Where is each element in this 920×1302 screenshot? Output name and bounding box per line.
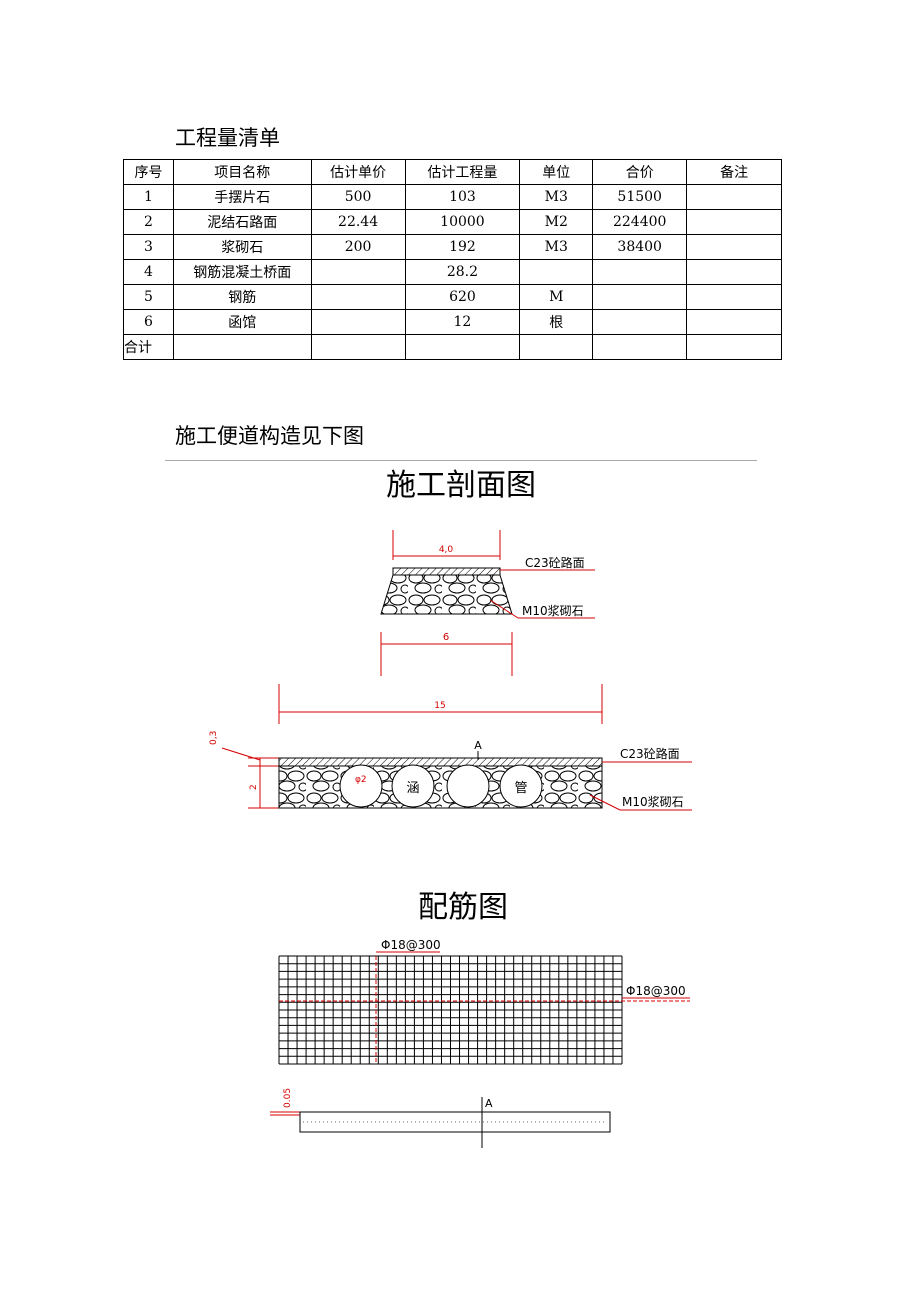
table-cell: M3 [519,234,594,260]
table-cell: 500 [310,184,406,210]
pipe-label-2: 管 [514,781,527,796]
marker-a: A [474,739,482,752]
table-cell: 4 [123,259,174,285]
table-cell [172,334,312,360]
culvert-pipe [339,764,383,808]
section-drawing-title: 施工剖面图 [386,468,536,503]
pipe-label-1: 涵 [406,781,419,796]
table-cell: 10000 [404,209,521,235]
dim-thk-label: 0,3 [209,731,219,745]
table-cell [310,284,406,310]
table-cell [686,309,782,335]
dim-thk-label: 0.05 [283,1088,293,1108]
rebar-grid [278,955,623,1065]
col-header-no: 序号 [123,159,174,185]
marker-a: A [485,1097,493,1110]
table-cell: 620 [404,284,521,310]
culvert-pipe [391,764,435,808]
table-cell: 浆砌石 [172,234,312,260]
label-masonry-top: M10浆砌石 [522,603,584,618]
table-row: 合计 [123,334,782,360]
table-cell [592,259,688,285]
dim-top-label: 4,0 [439,545,454,555]
table-cell: 泥结石路面 [172,209,312,235]
culvert-pipe [499,764,543,808]
upper-section: 4,0 C23砼路面 M10浆砌石 6 [380,530,595,676]
table-cell: M2 [519,209,594,235]
main-section: 15 0,3 2 φ2 涵 管 A C23砼路面 M10浆砌石 [209,684,692,811]
culvert-pipe [446,764,490,808]
label-masonry: M10浆砌石 [622,794,684,809]
leader-line [489,599,519,619]
table-cell [686,334,782,360]
table-cell: 103 [404,184,521,210]
table-cell [592,284,688,310]
table-header-row: 序号 项目名称 估计单价 估计工程量 单位 合价 备注 [123,159,782,185]
dim-bottom-label: 6 [443,632,449,643]
pipe-dia-label: φ2 [355,775,367,785]
table-cell: 函馆 [172,309,312,335]
table-cell [519,334,594,360]
table-cell: 3 [123,234,174,260]
table-cell: 12 [404,309,521,335]
table-cell [592,309,688,335]
rebar-label-2: Φ18@300 [626,984,686,998]
rebar-drawing-title: 配筋图 [418,890,508,925]
col-header-unit: 单位 [519,159,594,185]
table-cell [404,334,521,360]
table-cell: 2 [123,209,174,235]
dim-height-label: 2 [249,784,259,790]
table-cell [592,334,688,360]
section-title: 施工便道构造见下图 [175,424,364,448]
table-title: 工程量清单 [175,126,280,150]
table-cell [686,184,782,210]
label-pavement: C23砼路面 [620,746,680,761]
table-cell: 钢筋 [172,284,312,310]
col-header-total: 合价 [592,159,688,185]
divider [165,460,757,461]
col-header-unit-price: 估计单价 [310,159,406,185]
label-pavement-top: C23砼路面 [525,555,585,570]
masonry-layer [278,765,603,809]
rebar-label-1: Φ18@300 [381,938,441,952]
leader-line [589,794,621,811]
table-cell: 合计 [123,334,174,360]
col-header-remark: 备注 [686,159,782,185]
dim-overall-label: 15 [434,701,445,711]
table-cell [310,334,406,360]
table-cell: 钢筋混凝土桥面 [172,259,312,285]
